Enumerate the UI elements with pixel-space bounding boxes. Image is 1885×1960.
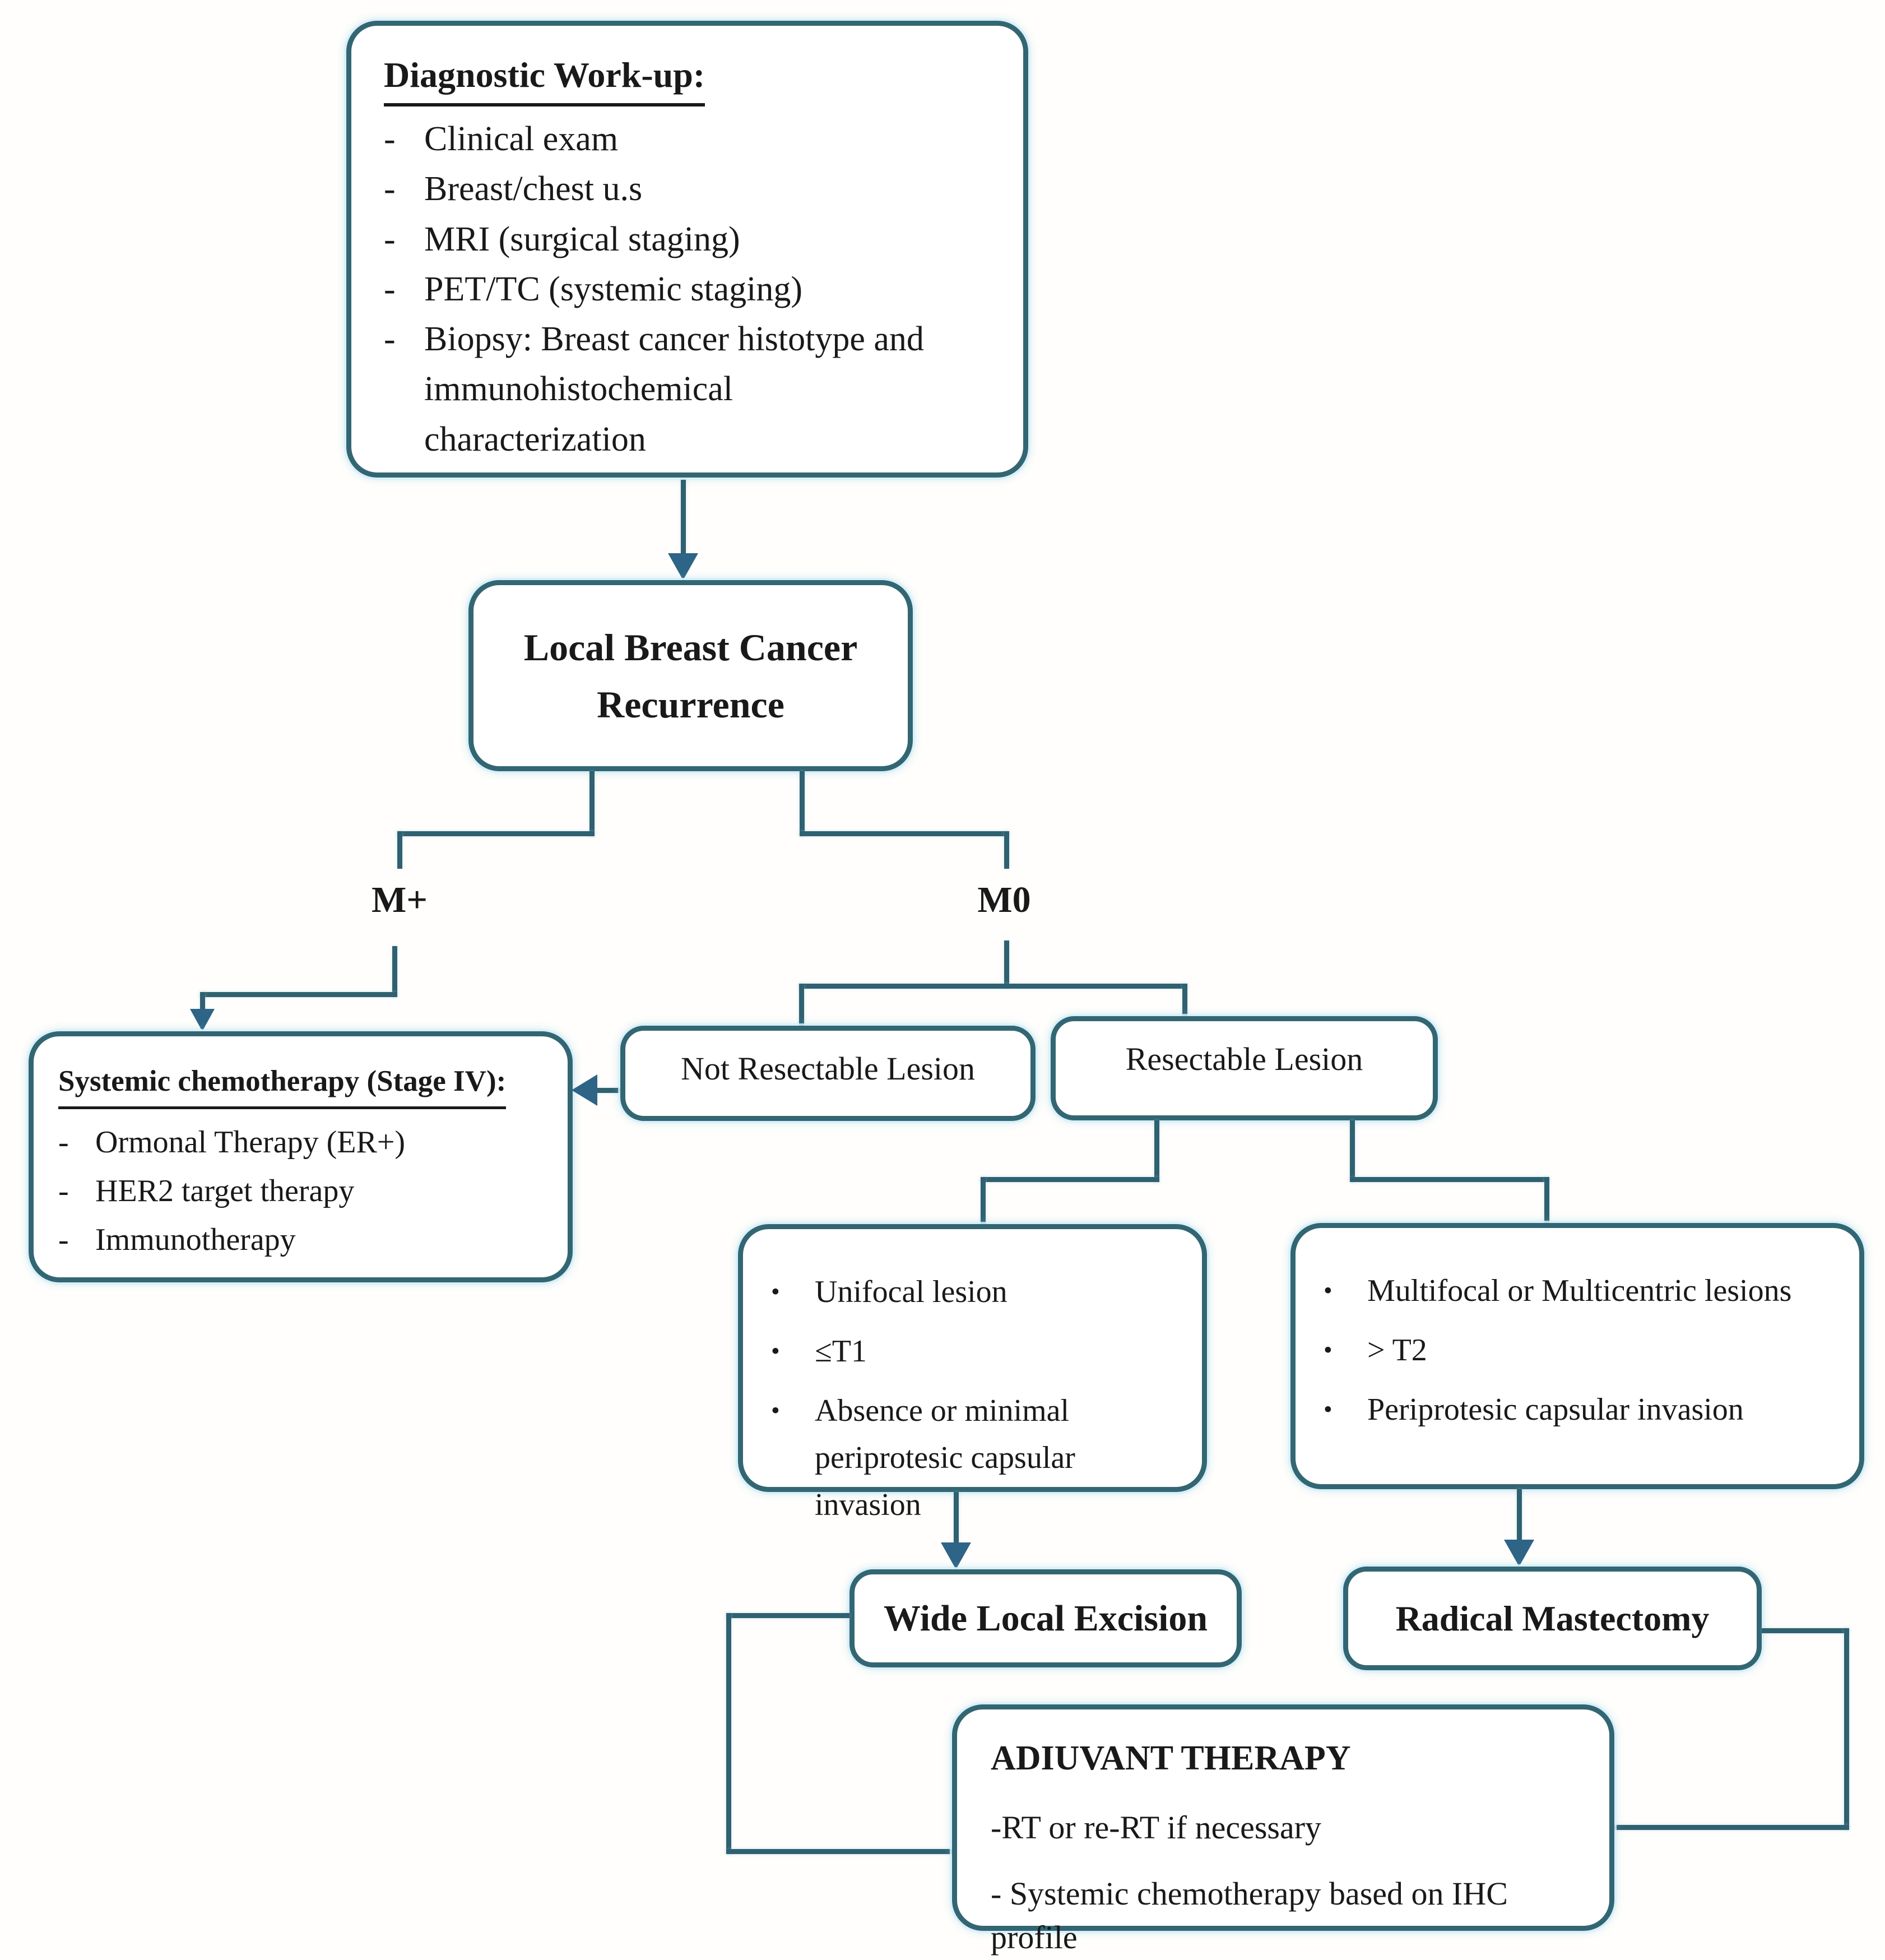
systemic-chemotherapy-title: Systemic chemotherapy (Stage IV):: [58, 1058, 507, 1110]
list-item: -RT or re-RT if necessary: [991, 1806, 1581, 1850]
list-item-text: ≤T1: [815, 1334, 867, 1369]
multifocal-criteria-box: Multifocal or Multicentric lesions > T2 …: [1290, 1223, 1864, 1489]
list-item: > T2: [1324, 1327, 1837, 1374]
radical-mastectomy-box: Radical Mastectomy: [1343, 1567, 1762, 1670]
list-item: MRI (surgical staging): [384, 215, 996, 265]
connector-resectable-left-stub: [1154, 1120, 1159, 1182]
branch-label-m0: M0: [977, 879, 1031, 920]
diagnostic-workup-list: Clinical exam Breast/chest u.s MRI (surg…: [384, 114, 996, 465]
radical-mastectomy-label: Radical Mastectomy: [1395, 1598, 1710, 1638]
connector-unifocal-to-wle: [954, 1492, 959, 1544]
connector-m0-split-horizontal: [799, 984, 1187, 989]
connector-multifocal-down: [1544, 1177, 1549, 1225]
diagnostic-workup-box: Diagnostic Work-up: Clinical exam Breast…: [346, 21, 1028, 478]
list-item-text: PET/TC (systemic staging): [424, 270, 803, 308]
arrowhead-down-rm: [1504, 1540, 1534, 1567]
connector-unifocal-down: [981, 1177, 986, 1226]
list-item-text: Breast/chest u.s: [424, 170, 643, 208]
list-item-text: Immunotherapy: [95, 1222, 296, 1257]
diagnostic-workup-title: Diagnostic Work-up:: [384, 49, 705, 107]
list-item: Absence or minimal periprotesic capsular…: [771, 1387, 1180, 1528]
connector-recurrence-left-stub: [589, 771, 595, 836]
list-item-text: Multifocal or Multicentric lesions: [1367, 1273, 1792, 1308]
list-item: Periprotesic capsular invasion: [1324, 1386, 1837, 1433]
list-item-text: - Systemic chemotherapy based on IHC pro…: [991, 1875, 1508, 1956]
list-item-text: HER2 target therapy: [95, 1173, 355, 1208]
list-item: Clinical exam: [384, 114, 996, 164]
local-recurrence-box: Local Breast Cancer Recurrence: [468, 580, 913, 771]
connector-wle-down: [726, 1613, 731, 1854]
connector-m-plus-stub: [397, 831, 402, 869]
connector-recurrence-right-stub: [800, 771, 805, 836]
arrowhead-down-systemic: [190, 1009, 215, 1031]
connector-not-resectable-to-systemic: [595, 1088, 622, 1093]
list-item: Breast/chest u.s: [384, 164, 996, 214]
list-item-text: MRI (surgical staging): [424, 220, 740, 258]
list-item: PET/TC (systemic staging): [384, 265, 996, 314]
arrowhead-down-wle: [941, 1542, 971, 1569]
connector-left-branch-horizontal: [397, 831, 595, 836]
list-item-text: Biopsy: Breast cancer histotype and immu…: [424, 320, 924, 458]
local-recurrence-label: Local Breast Cancer Recurrence: [523, 625, 858, 726]
list-item: Biopsy: Breast cancer histotype and immu…: [384, 314, 996, 465]
connector-rm-down: [1844, 1628, 1849, 1830]
list-item-text: Unifocal lesion: [815, 1275, 1007, 1309]
not-resectable-lesion-box: Not Resectable Lesion: [620, 1026, 1036, 1121]
connector-resectable-stub: [1182, 984, 1187, 1018]
wide-local-excision-box: Wide Local Excision: [849, 1569, 1242, 1667]
resectable-lesion-label: Resectable Lesion: [1125, 1041, 1363, 1077]
list-item-text: Clinical exam: [424, 120, 619, 159]
adjuvant-therapy-box: ADIUVANT THERAPY -RT or re-RT if necessa…: [952, 1704, 1614, 1956]
list-item: Multifocal or Multicentric lesions: [1324, 1267, 1837, 1314]
connector-diagnostic-to-recurrence: [681, 480, 686, 555]
connector-right-branch-horizontal: [800, 831, 1009, 836]
connector-m0-stub: [1004, 831, 1009, 869]
connector-resectable-right-stub: [1350, 1120, 1355, 1182]
list-item: Unifocal lesion: [771, 1268, 1180, 1315]
connector-m0-down: [1004, 940, 1009, 988]
unifocal-criteria-list: Unifocal lesion ≤T1 Absence or minimal p…: [771, 1268, 1180, 1528]
connector-rm-right: [1762, 1628, 1849, 1633]
list-item: Immunotherapy: [58, 1216, 551, 1264]
unifocal-criteria-box: Unifocal lesion ≤T1 Absence or minimal p…: [738, 1224, 1207, 1522]
list-item: Ormonal Therapy (ER+): [58, 1118, 551, 1167]
list-item-text: > T2: [1367, 1333, 1427, 1368]
connector-wle-to-adjuvant: [726, 1849, 952, 1854]
list-item-text: -RT or re-RT if necessary: [991, 1809, 1322, 1846]
connector-m-plus-arrow-stub: [200, 992, 205, 1012]
list-item: HER2 target therapy: [58, 1167, 551, 1216]
connector-unifocal-horizontal: [981, 1177, 1159, 1182]
systemic-chemotherapy-box: Systemic chemotherapy (Stage IV): Ormona…: [29, 1031, 573, 1282]
arrowhead-left-systemic: [572, 1074, 597, 1106]
adjuvant-therapy-title: ADIUVANT THERAPY: [991, 1739, 1351, 1777]
adjuvant-therapy-list: -RT or re-RT if necessary - Systemic che…: [991, 1806, 1581, 1960]
branch-label-m-plus: M+: [372, 879, 428, 920]
connector-rm-to-adjuvant: [1614, 1825, 1849, 1830]
multifocal-criteria-list: Multifocal or Multicentric lesions > T2 …: [1324, 1267, 1837, 1433]
connector-multifocal-horizontal: [1350, 1177, 1549, 1182]
arrowhead-down-recurrence: [668, 553, 698, 580]
connector-m-plus-horizontal: [200, 992, 397, 997]
list-item-text: Absence or minimal periprotesic capsular…: [815, 1393, 1075, 1522]
list-item: - Systemic chemotherapy based on IHC pro…: [991, 1872, 1581, 1960]
list-item-text: Ormonal Therapy (ER+): [95, 1125, 406, 1160]
list-item-text: Periprotesic capsular invasion: [1367, 1392, 1744, 1427]
connector-wle-left: [726, 1613, 849, 1618]
connector-m-plus-down: [392, 946, 397, 997]
list-item: ≤T1: [771, 1328, 1180, 1375]
systemic-chemotherapy-list: Ormonal Therapy (ER+) HER2 target therap…: [58, 1118, 551, 1264]
connector-multifocal-to-rm: [1517, 1489, 1522, 1540]
connector-not-resectable-stub: [799, 984, 804, 1027]
not-resectable-lesion-label: Not Resectable Lesion: [680, 1050, 976, 1087]
resectable-lesion-box: Resectable Lesion: [1051, 1016, 1438, 1120]
wide-local-excision-label: Wide Local Excision: [883, 1597, 1208, 1639]
